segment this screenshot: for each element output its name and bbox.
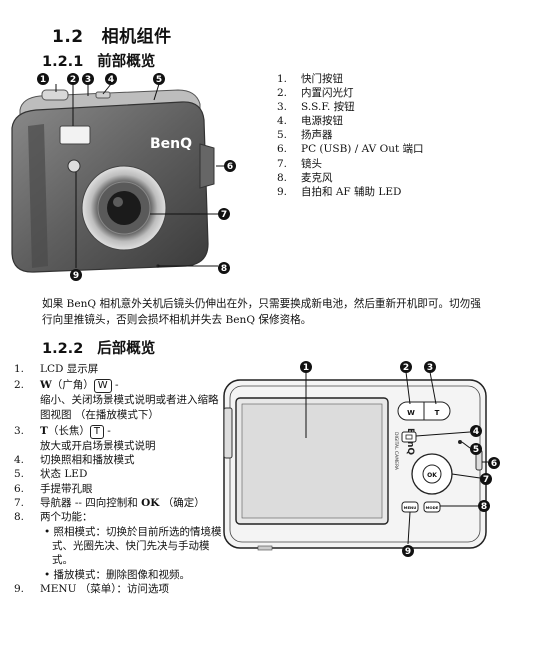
svg-text:7: 7 bbox=[221, 210, 227, 220]
front-part-item: 8.麦克风 bbox=[277, 171, 333, 184]
w-key-icon: W bbox=[93, 379, 112, 394]
svg-text:4: 4 bbox=[108, 75, 114, 85]
w-button-label: W bbox=[407, 409, 415, 417]
rear-parts-list: 1.LCD 显示屏 2. W（广角）W - 缩小、关闭场景模式说明或者进入缩略图… bbox=[14, 362, 224, 596]
rear-callout-3: 3 bbox=[424, 361, 436, 373]
front-callout-3: 3 bbox=[82, 73, 94, 85]
rear-lcd-brand: DIGITAL CAMERA bbox=[393, 432, 399, 471]
svg-text:5: 5 bbox=[473, 445, 479, 455]
rear-callout-7: 7 bbox=[480, 473, 492, 485]
rear-part-item: 4.切换照相和播放模式 bbox=[14, 454, 135, 467]
front-overview-title: 前部概览 bbox=[97, 54, 156, 70]
t-key-icon: T bbox=[89, 424, 104, 439]
rear-part-item: 6.手提带孔眼 bbox=[14, 482, 93, 495]
svg-text:8: 8 bbox=[481, 502, 487, 512]
ok-button-label: OK bbox=[427, 472, 437, 479]
front-parts-list: 1.快门按钮 2.内置闪光灯 3.S.S.F. 按钮 4.电源按钮 5.扬声器 … bbox=[277, 72, 424, 199]
section-title: 1.2 相机组件 bbox=[52, 22, 172, 47]
svg-text:7: 7 bbox=[483, 475, 489, 485]
rear-callout-5: 5 bbox=[470, 443, 482, 455]
rear-callout-8: 8 bbox=[478, 500, 490, 512]
svg-text:8: 8 bbox=[221, 264, 227, 274]
front-part-item: 9.自拍和 AF 辅助 LED bbox=[277, 185, 402, 198]
rear-part-item: 9.MENU （菜单）：访问选项 bbox=[14, 582, 170, 595]
front-part-item: 5.扬声器 bbox=[277, 129, 333, 142]
svg-text:9: 9 bbox=[73, 271, 79, 281]
svg-text:6: 6 bbox=[227, 162, 233, 172]
svg-text:5: 5 bbox=[156, 75, 162, 85]
menu-button-label: MENU bbox=[404, 505, 417, 510]
svg-text:3: 3 bbox=[85, 75, 91, 85]
rear-callout-6: 6 bbox=[488, 457, 500, 469]
lens-warning-note: 如果 BenQ 相机意外关机后镜头仍伸出在外，只需要换成新电池，然后重新开机即可… bbox=[42, 298, 481, 326]
svg-text:4: 4 bbox=[473, 427, 479, 437]
front-callout-8: 8 bbox=[218, 262, 230, 274]
rear-part-item: 7.导航器 -- 四向控制和 OK （确定） bbox=[14, 497, 205, 510]
rear-part-item: 1.LCD 显示屏 bbox=[14, 363, 99, 375]
rear-camera-illustration: BenQ DIGITAL CAMERA W T OK MENU MODE 1 2… bbox=[223, 361, 500, 557]
section-title-text: 相机组件 bbox=[101, 27, 172, 47]
svg-text:2: 2 bbox=[70, 75, 76, 85]
rear-callout-1: 1 bbox=[300, 361, 312, 373]
rear-part-item: 2. W（广角）W - 缩小、关闭场景模式说明或者进入缩略图视图 （在播放模式下… bbox=[14, 379, 219, 421]
front-part-item: 3.S.S.F. 按钮 bbox=[277, 101, 355, 114]
svg-text:1: 1 bbox=[303, 363, 309, 373]
front-callout-4: 4 bbox=[105, 73, 117, 85]
front-callout-5: 5 bbox=[153, 73, 165, 85]
rear-callout-2: 2 bbox=[400, 361, 412, 373]
front-brand-logo: BenQ bbox=[150, 136, 192, 152]
svg-text:3: 3 bbox=[427, 363, 433, 373]
svg-text:2: 2 bbox=[403, 363, 409, 373]
svg-text:1: 1 bbox=[40, 75, 46, 85]
front-callout-9: 9 bbox=[70, 269, 82, 281]
front-callout-1: 1 bbox=[37, 73, 49, 85]
rear-callout-9: 9 bbox=[402, 545, 414, 557]
front-callout-6: 6 bbox=[224, 160, 236, 172]
front-camera-illustration: BenQ 1 2 3 4 5 6 7 8 9 bbox=[11, 73, 236, 281]
rear-part-item: 5.状态 LED bbox=[14, 468, 88, 481]
front-part-item: 6.PC (USB) / AV Out 端口 bbox=[277, 143, 424, 156]
front-overview-number: 1.2.1 bbox=[42, 54, 84, 70]
t-button-label: T bbox=[435, 409, 440, 417]
front-part-item: 4.电源按钮 bbox=[277, 115, 343, 128]
front-callout-7: 7 bbox=[218, 208, 230, 220]
front-part-item: 2.内置闪光灯 bbox=[277, 87, 354, 100]
section-number: 1.2 bbox=[52, 27, 84, 47]
front-callout-2: 2 bbox=[67, 73, 79, 85]
front-part-item: 1.快门按钮 bbox=[277, 73, 343, 85]
rear-callout-4: 4 bbox=[470, 425, 482, 437]
rear-overview-title: 后部概览 bbox=[97, 341, 156, 357]
rear-overview-heading: 1.2.2 后部概览 bbox=[42, 337, 155, 358]
svg-text:9: 9 bbox=[405, 547, 411, 557]
svg-text:6: 6 bbox=[491, 459, 497, 469]
front-part-item: 7.镜头 bbox=[277, 157, 322, 170]
rear-overview-number: 1.2.2 bbox=[42, 341, 84, 357]
rear-part-item: 3. T（长焦）T - 放大或开启场景模式说明 bbox=[14, 424, 156, 452]
mode-button-label: MODE bbox=[426, 505, 439, 510]
front-overview-heading: 1.2.1 前部概览 bbox=[42, 50, 155, 71]
rear-part-item: 8.两个功能： • 照相模式：切换於目前所选的情境模式、光圈先决、快门先决与手动… bbox=[14, 511, 222, 581]
